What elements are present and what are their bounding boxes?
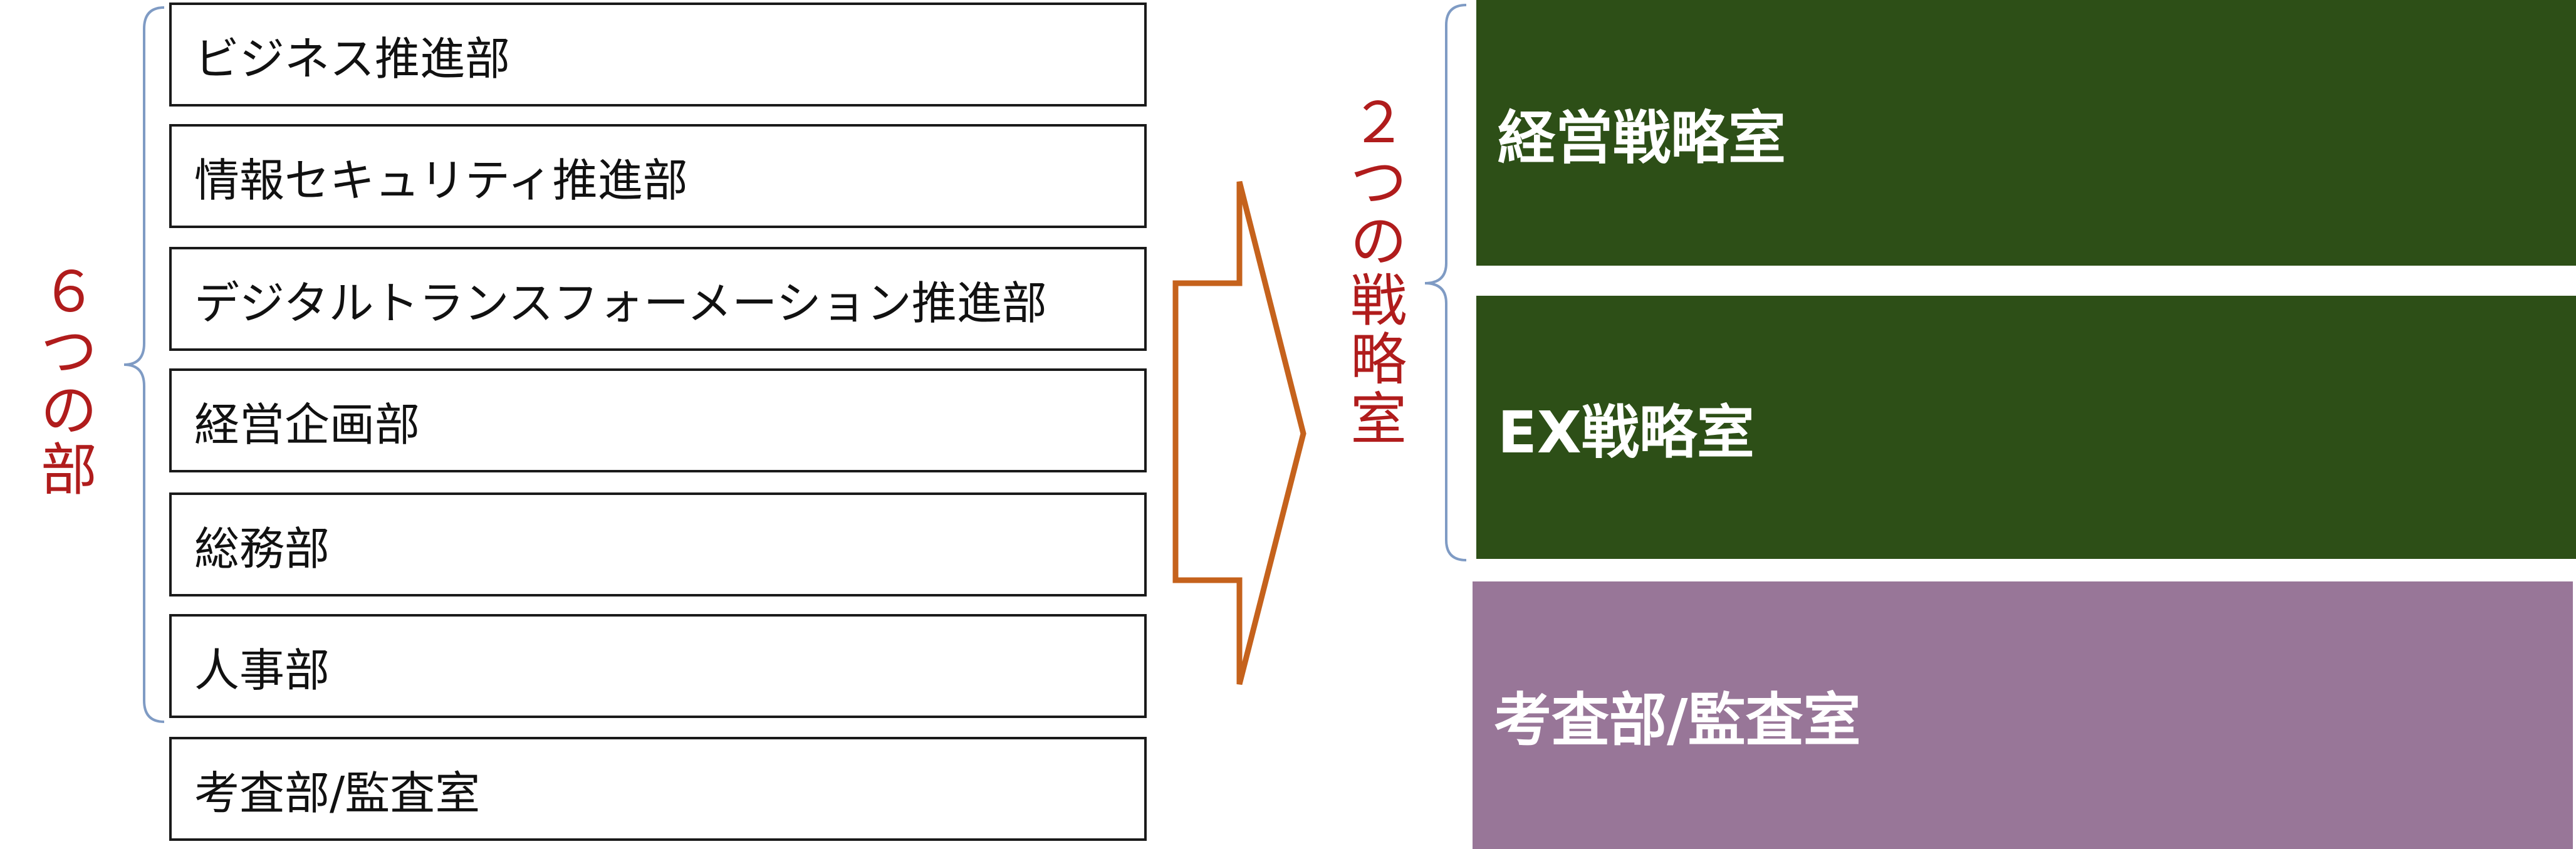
label-char: つ bbox=[41, 318, 97, 385]
dept-info-security: 情報セキュリティ推進部 bbox=[169, 124, 1147, 228]
dept-label: 経営企画部 bbox=[194, 398, 420, 451]
room-management-strategy: 経営戦略室 bbox=[1476, 0, 2576, 266]
label-char: 略 bbox=[1350, 327, 1407, 393]
room-audit: 考査部/監査室 bbox=[1473, 581, 2573, 849]
label-char: つ bbox=[1350, 149, 1407, 216]
label-char: ６ bbox=[41, 259, 97, 325]
label-char: 戦 bbox=[1350, 268, 1407, 334]
label-char: の bbox=[41, 378, 97, 444]
room-label: EX戦略室 bbox=[1498, 398, 1755, 466]
dept-label: ビジネス推進部 bbox=[194, 32, 511, 85]
dept-human-resources: 人事部 bbox=[169, 614, 1147, 718]
label-char: の bbox=[1350, 209, 1407, 274]
dept-digital-transformation: デジタルトランスフォーメーション推進部 bbox=[169, 247, 1147, 351]
dept-label: 人事部 bbox=[194, 643, 330, 697]
dept-label: 総務部 bbox=[194, 522, 330, 575]
right-bracket bbox=[1424, 4, 1467, 561]
dept-management-planning: 経営企画部 bbox=[169, 368, 1147, 472]
dept-audit: 考査部/監査室 bbox=[169, 737, 1147, 841]
label-char: ２ bbox=[1350, 90, 1407, 156]
room-ex-strategy: EX戦略室 bbox=[1476, 296, 2576, 559]
dept-label: 考査部/監査室 bbox=[194, 766, 481, 820]
left-bracket bbox=[123, 6, 165, 723]
label-char: 室 bbox=[1350, 386, 1407, 452]
dept-label: デジタルトランスフォーメーション推進部 bbox=[194, 276, 1047, 330]
room-label: 経営戦略室 bbox=[1498, 104, 1786, 172]
transition-arrow bbox=[1172, 180, 1306, 685]
dept-label: 情報セキュリティ推進部 bbox=[194, 154, 688, 207]
room-label: 考査部/監査室 bbox=[1494, 687, 1861, 754]
label-char: 部 bbox=[41, 437, 97, 503]
dept-general-affairs: 総務部 bbox=[169, 492, 1147, 596]
dept-business-promotion: ビジネス推進部 bbox=[169, 3, 1147, 107]
